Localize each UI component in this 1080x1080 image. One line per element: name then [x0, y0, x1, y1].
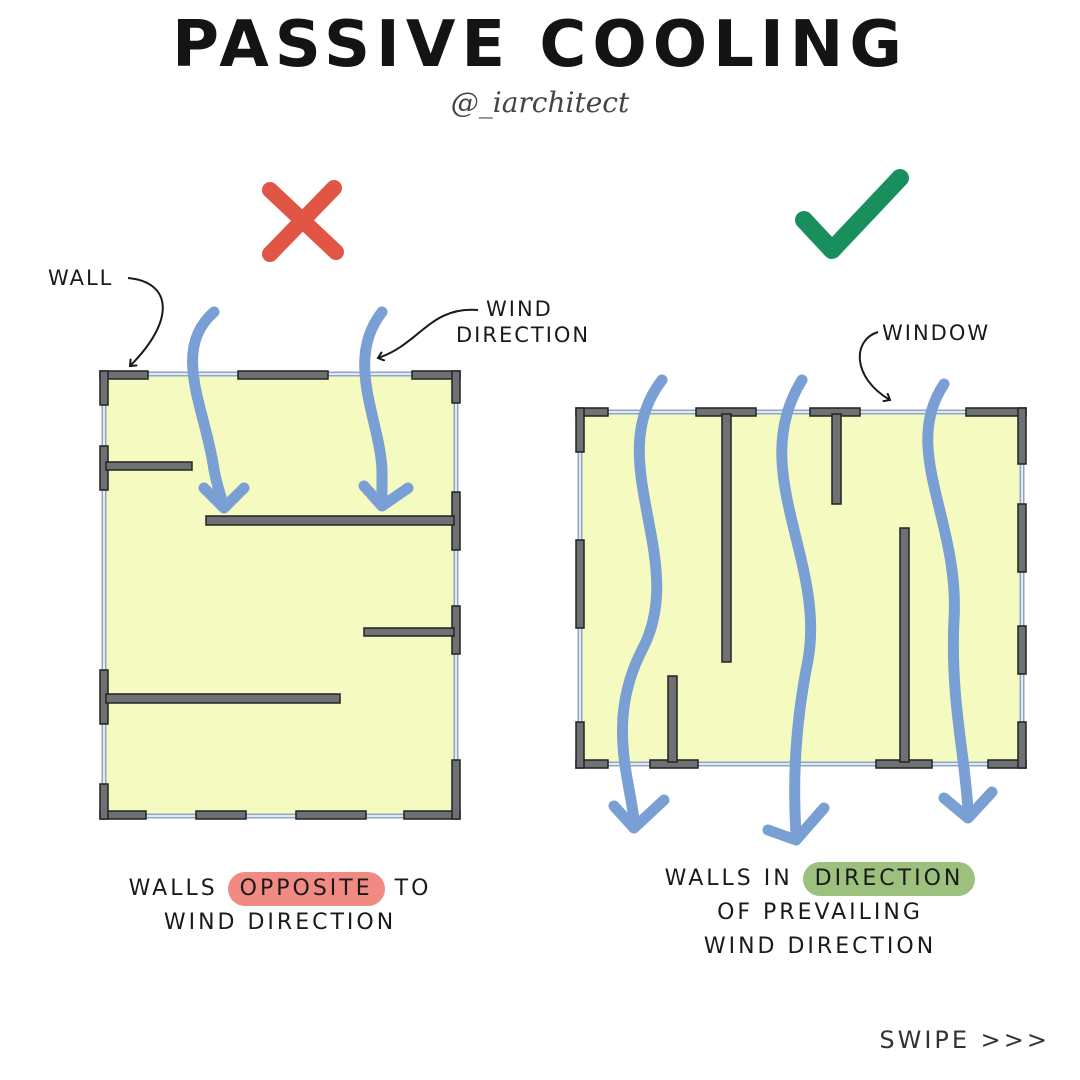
wind-label-line1: WIND — [486, 297, 553, 321]
left-floor-plan — [99, 306, 461, 820]
right-caption-line2: OF PREVAILING — [717, 900, 923, 925]
left-caption: WALLS OPPOSITE TO WIND DIRECTION — [110, 872, 450, 940]
left-floor — [104, 374, 456, 816]
left-caption-line2: WIND DIRECTION — [163, 910, 397, 935]
left-walls — [99, 370, 461, 820]
swipe-hint[interactable]: SWIPE >>> — [879, 1026, 1050, 1054]
wall-label: WALL — [48, 266, 113, 290]
left-wind-arrow-1 — [187, 306, 230, 512]
author-handle: @_iarchitect — [450, 86, 630, 119]
check-icon — [795, 169, 909, 259]
right-caption-pre: WALLS IN — [664, 866, 793, 891]
wind-label-line2: DIRECTION — [456, 323, 590, 347]
right-caption-line1: WALLS IN DIRECTION — [630, 862, 1010, 896]
left-wind-arrow-2 — [359, 306, 388, 510]
right-caption-line3: WIND DIRECTION — [703, 934, 937, 959]
page-title: PASSIVE COOLING — [172, 8, 908, 82]
left-caption-pre: WALLS — [128, 876, 218, 901]
right-floor-plan — [575, 374, 1027, 846]
cross-icon — [262, 180, 344, 262]
wind-pointer — [378, 308, 479, 358]
right-walls — [575, 407, 1027, 769]
left-caption-line1: WALLS OPPOSITE TO — [110, 872, 450, 906]
window-pointer — [858, 331, 890, 400]
right-wind-arrow-3 — [922, 378, 974, 818]
left-caption-post: TO — [394, 876, 432, 901]
right-caption-highlight: DIRECTION — [802, 862, 976, 896]
wall-pointer — [127, 277, 164, 366]
right-caption: WALLS IN DIRECTION OF PREVAILING WIND DI… — [630, 862, 1010, 964]
right-wind-arrow-2 — [776, 374, 817, 840]
right-wind-arrow-1 — [616, 374, 668, 826]
left-caption-highlight: OPPOSITE — [227, 872, 385, 906]
window-label: WINDOW — [882, 321, 990, 345]
